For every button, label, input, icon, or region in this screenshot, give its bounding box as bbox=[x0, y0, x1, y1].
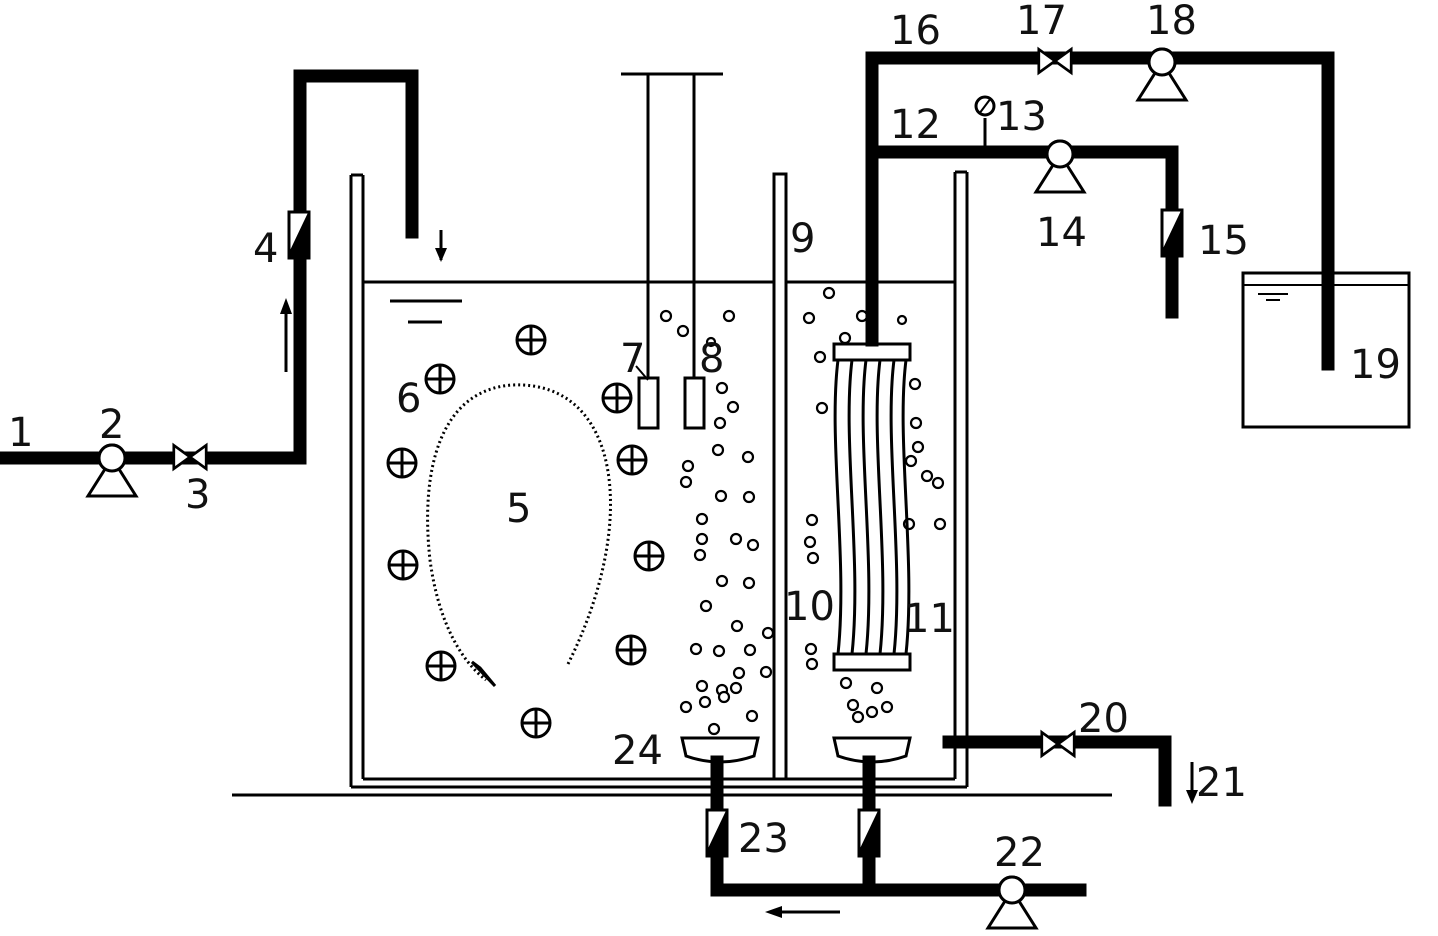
label-22: 22 bbox=[994, 830, 1045, 876]
label-24: 24 bbox=[612, 728, 663, 774]
sludge-drain-pipe bbox=[942, 735, 1172, 807]
water-level-symbol bbox=[390, 299, 462, 324]
aeration-bubbles bbox=[659, 309, 775, 736]
label-9: 9 bbox=[790, 216, 815, 262]
label-8: 8 bbox=[699, 336, 724, 382]
label-12: 12 bbox=[890, 102, 941, 148]
label-21: 21 bbox=[1196, 760, 1247, 806]
label-3: 3 bbox=[185, 472, 210, 518]
reactor-tank bbox=[349, 170, 969, 789]
pressure-gauge bbox=[974, 95, 996, 150]
inlet-valve bbox=[172, 443, 208, 471]
label-4: 4 bbox=[253, 226, 278, 272]
air-flow-arrowhead bbox=[765, 906, 782, 918]
drain-flow-arrowhead bbox=[1186, 790, 1198, 804]
label-17: 17 bbox=[1016, 0, 1067, 44]
label-23: 23 bbox=[738, 816, 789, 862]
label-15: 15 bbox=[1198, 218, 1249, 264]
membrane-zone-bubbles bbox=[802, 286, 947, 724]
label-10: 10 bbox=[784, 584, 835, 630]
inlet-flowmeter bbox=[287, 210, 311, 260]
label-14: 14 bbox=[1036, 210, 1087, 256]
label-1: 1 bbox=[8, 410, 33, 456]
air-flowmeter-riser bbox=[705, 808, 729, 858]
probe-7 bbox=[637, 376, 660, 430]
label-13: 13 bbox=[996, 94, 1047, 140]
backwash-pipe bbox=[865, 51, 1335, 371]
label-11: 11 bbox=[904, 596, 955, 642]
label-2: 2 bbox=[99, 402, 124, 448]
probe-rods bbox=[621, 72, 723, 378]
label-5: 5 bbox=[506, 486, 531, 532]
aerator-membrane bbox=[832, 736, 912, 764]
baffle-plate bbox=[772, 172, 788, 781]
air-flowmeter-membrane bbox=[857, 808, 881, 858]
permeate-pipe bbox=[865, 145, 1179, 347]
permeate-flowmeter bbox=[1160, 208, 1184, 258]
probe-7-leader bbox=[635, 365, 649, 381]
label-16: 16 bbox=[890, 8, 941, 54]
probe-8 bbox=[683, 376, 706, 430]
circulation-flow-path bbox=[426, 383, 612, 682]
label-7: 7 bbox=[620, 336, 645, 382]
label-18: 18 bbox=[1146, 0, 1197, 44]
label-20: 20 bbox=[1078, 696, 1129, 742]
riser-flow-arrowhead bbox=[280, 298, 292, 314]
aerator-riser bbox=[680, 736, 760, 764]
hollow-fiber-membrane-module bbox=[832, 342, 912, 672]
label-6: 6 bbox=[396, 376, 421, 422]
label-19: 19 bbox=[1350, 342, 1401, 388]
inlet-flow-arrowhead bbox=[435, 248, 447, 262]
circulation-arrowhead bbox=[470, 660, 497, 688]
clean-water-tank bbox=[1241, 271, 1411, 429]
